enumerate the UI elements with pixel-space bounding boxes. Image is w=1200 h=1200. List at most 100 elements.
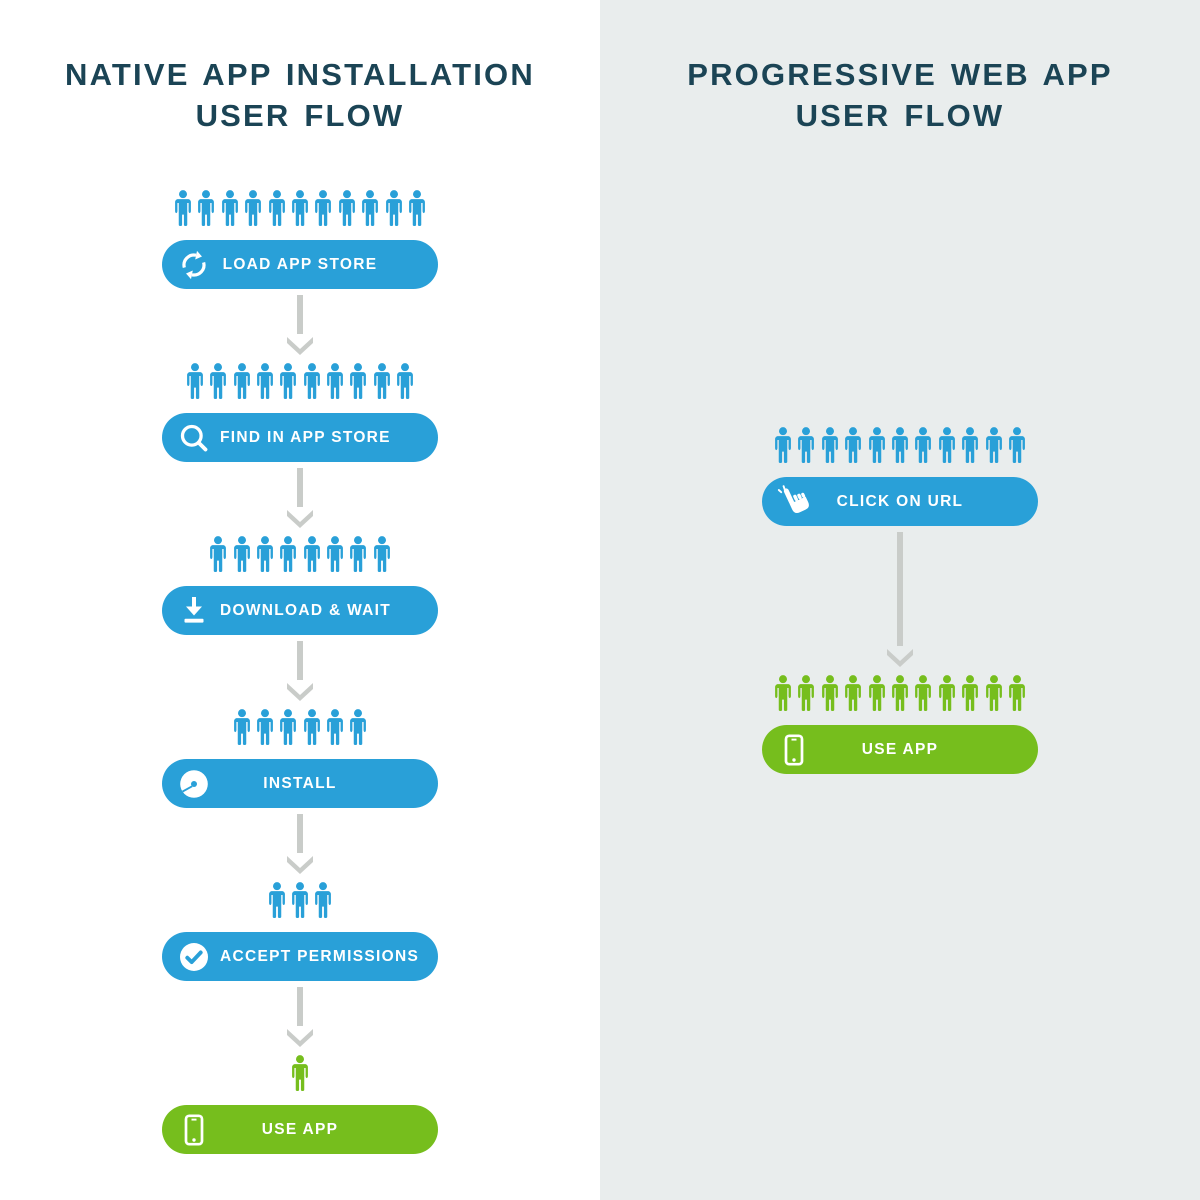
check-circle-icon — [177, 940, 211, 974]
person-icon — [821, 675, 838, 711]
phone-icon — [177, 1113, 211, 1147]
person-icon — [210, 536, 227, 572]
person-icon — [985, 427, 1002, 463]
user-icons-row — [208, 536, 392, 573]
column-title: PROGRESSIVE WEB APP USER FLOW — [600, 0, 1200, 136]
flow-native: LOAD APP STORE FIND IN APP STORE DOWNLOAD … — [0, 190, 600, 1154]
person-icon — [845, 675, 862, 711]
title-line1: PROGRESSIVE WEB APP — [687, 57, 1113, 92]
person-icon — [245, 190, 262, 226]
person-icon — [210, 363, 227, 399]
step-label: FIND IN APP STORE — [162, 413, 438, 462]
person-icon — [892, 427, 908, 463]
title-line2: USER FLOW — [795, 98, 1005, 133]
person-icon — [798, 427, 815, 463]
title-line1: NATIVE APP INSTALLATION — [65, 57, 535, 92]
step-label: CLICK ON URL — [762, 477, 1038, 526]
person-icon — [938, 675, 955, 711]
person-icon — [373, 363, 390, 399]
person-icon — [775, 427, 791, 463]
step-label: DOWNLOAD & WAIT — [162, 586, 438, 635]
flow-arrow-down — [286, 808, 314, 882]
step-label-text: FIND IN APP STORE — [220, 428, 391, 446]
person-icon — [385, 190, 402, 226]
person-icon — [938, 427, 955, 463]
person-icon — [1009, 427, 1025, 463]
step-pill-use-app: USE APP — [162, 1105, 438, 1154]
person-icon — [350, 363, 367, 399]
step-label-text: LOAD APP STORE — [222, 255, 378, 273]
flow-arrow-down — [286, 462, 314, 536]
step-pill-find-in-app-store: FIND IN APP STORE — [162, 413, 438, 462]
person-icon — [845, 427, 862, 463]
person-icon — [315, 190, 332, 226]
person-icon — [775, 675, 791, 711]
person-icon — [280, 709, 297, 745]
title-line2: USER FLOW — [195, 98, 405, 133]
step-label: USE APP — [762, 725, 1038, 774]
person-icon — [268, 882, 285, 918]
person-icon — [350, 536, 367, 572]
person-icon — [315, 882, 332, 918]
person-icon — [198, 190, 215, 226]
step-pill-install: INSTALL — [162, 759, 438, 808]
person-icon — [233, 709, 250, 745]
person-icon — [373, 536, 390, 572]
person-icon — [256, 363, 273, 399]
step-pill-click-on-url: CLICK ON URL — [762, 477, 1038, 526]
step-label: INSTALL — [162, 759, 438, 808]
phone-icon — [777, 733, 811, 767]
person-icon — [409, 190, 425, 226]
user-icons-row — [773, 427, 1027, 464]
person-icon — [292, 1055, 308, 1091]
disc-icon — [177, 767, 211, 801]
person-icon — [1009, 675, 1025, 711]
person-icon — [233, 536, 250, 572]
person-icon — [327, 363, 343, 399]
column-title: NATIVE APP INSTALLATION USER FLOW — [0, 0, 600, 136]
user-icons-row — [773, 675, 1027, 712]
person-icon — [892, 675, 908, 711]
person-icon — [233, 363, 250, 399]
flow-arrow-down — [286, 981, 314, 1055]
person-icon — [303, 536, 320, 572]
step-pill-accept-permissions: ACCEPT PERMISSIONS — [162, 932, 438, 981]
flow-arrow-down — [286, 289, 314, 363]
step-label-text: INSTALL — [263, 774, 337, 792]
step-label-text: USE APP — [861, 740, 939, 758]
click-hand-icon — [777, 484, 811, 519]
person-icon — [962, 675, 979, 711]
person-icon — [303, 709, 320, 745]
step-pill-use-app: USE APP — [762, 725, 1038, 774]
person-icon — [327, 709, 343, 745]
person-icon — [256, 536, 273, 572]
search-icon — [177, 421, 211, 455]
person-icon — [292, 190, 308, 226]
pwa-column: PROGRESSIVE WEB APP USER FLOW CLICK ON URL… — [600, 0, 1200, 1200]
person-icon — [915, 675, 932, 711]
person-icon — [280, 536, 297, 572]
step-label-text: CLICK ON URL — [836, 492, 964, 510]
user-icons-row — [267, 882, 334, 919]
refresh-icon — [177, 248, 211, 282]
step-label: USE APP — [162, 1105, 438, 1154]
person-icon — [397, 363, 414, 399]
step-label: ACCEPT PERMISSIONS — [162, 932, 438, 981]
person-icon — [327, 536, 343, 572]
step-label: LOAD APP STORE — [162, 240, 438, 289]
person-icon — [221, 190, 238, 226]
user-icons-row — [232, 709, 369, 746]
step-label-text: DOWNLOAD & WAIT — [220, 601, 392, 619]
person-icon — [821, 427, 838, 463]
person-icon — [985, 675, 1002, 711]
step-label-text: ACCEPT PERMISSIONS — [220, 947, 420, 965]
person-icon — [362, 190, 379, 226]
download-icon — [177, 594, 211, 628]
person-icon — [338, 190, 355, 226]
user-icons-row — [290, 1055, 310, 1092]
person-icon — [868, 675, 885, 711]
person-icon — [256, 709, 273, 745]
step-pill-load-app-store: LOAD APP STORE — [162, 240, 438, 289]
person-icon — [280, 363, 297, 399]
